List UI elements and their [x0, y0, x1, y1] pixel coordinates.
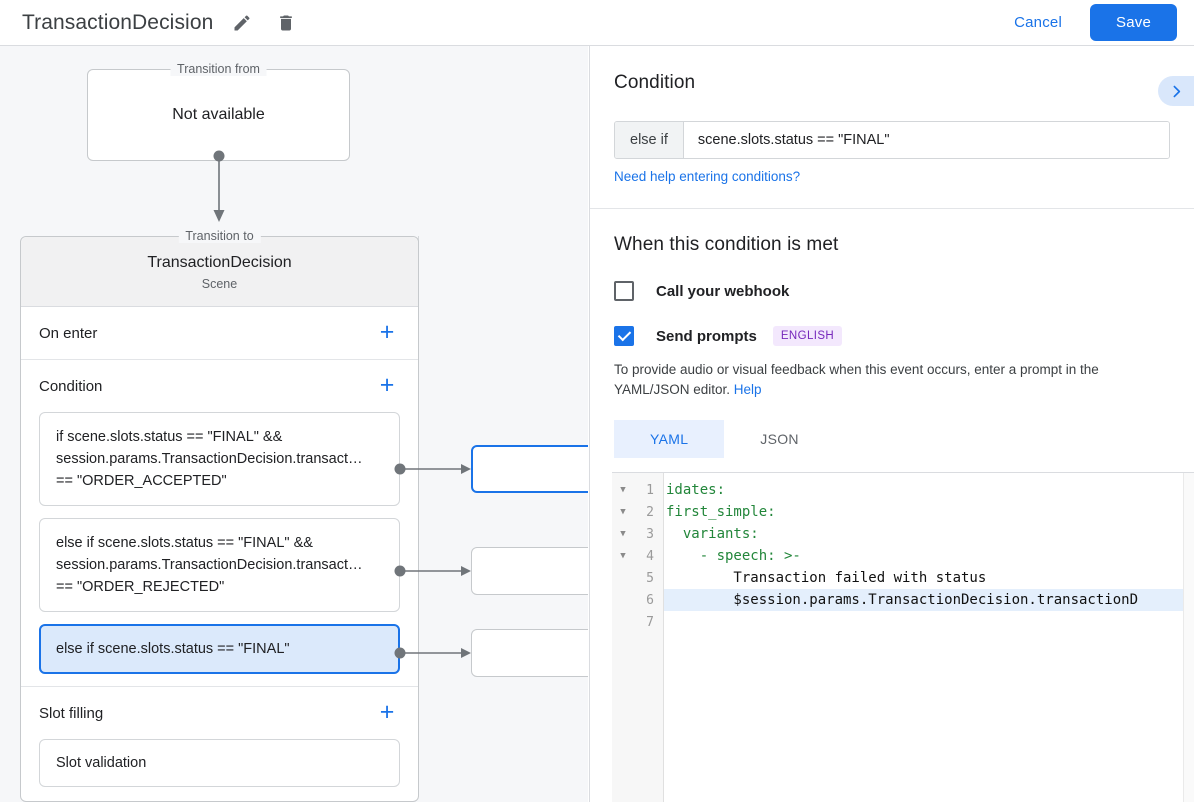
panel-divider	[590, 208, 1194, 209]
gutter-line: ▼4	[612, 545, 663, 567]
app-bar: TransactionDecision Cancel Save	[0, 0, 1194, 46]
transition-target-box[interactable]	[471, 629, 588, 677]
code-line: first_simple:	[666, 504, 776, 520]
scene-title: TransactionDecision	[147, 254, 292, 271]
prompts-help-link[interactable]: Help	[733, 382, 762, 397]
section-title-condition: Condition	[39, 377, 103, 395]
transition-target-box[interactable]	[471, 445, 588, 493]
add-on-enter-button[interactable]: +	[374, 319, 400, 346]
trash-icon	[276, 13, 296, 33]
editor-scrollbar[interactable]	[1183, 473, 1194, 802]
fold-arrow-icon[interactable]: ▼	[620, 529, 626, 539]
code-line-active: $session.params.TransactionDecision.tran…	[664, 589, 1194, 611]
line-number: 6	[646, 592, 654, 608]
appbar-actions: Cancel Save	[1000, 4, 1194, 41]
tab-yaml[interactable]: YAML	[614, 420, 725, 458]
delete-button[interactable]	[271, 8, 301, 38]
when-condition-met-section: When this condition is met Call your web…	[590, 209, 1194, 458]
condition-editor-section: Condition else if Need help entering con…	[590, 46, 1194, 186]
flow-canvas[interactable]: Transition from Not available Transition…	[0, 46, 588, 802]
editor-format-tabs: YAML JSON	[614, 420, 1170, 458]
section-title-on-enter: On enter	[39, 324, 98, 342]
transition-to-legend: Transition to	[178, 229, 261, 243]
transition-from-legend: Transition from	[170, 62, 267, 76]
add-slot-filling-button[interactable]: +	[374, 699, 400, 726]
page-title: TransactionDecision	[22, 10, 214, 34]
code-line: idates:	[666, 482, 726, 498]
webhook-row[interactable]: Call your webhook	[614, 281, 1170, 301]
prompts-helper-text: To provide audio or visual feedback when…	[614, 360, 1170, 400]
fold-arrow-icon[interactable]: ▼	[620, 507, 626, 517]
fold-arrow-icon[interactable]: ▼	[620, 485, 626, 495]
send-prompts-row[interactable]: Send prompts ENGLISH	[614, 326, 1170, 346]
pencil-icon	[232, 13, 252, 33]
line-number: 3	[646, 526, 654, 542]
fold-arrow-icon[interactable]: ▼	[620, 551, 626, 561]
editor-code-area[interactable]: idates: first_simple: variants: - speech…	[664, 473, 1194, 802]
gutter-line: 5	[612, 567, 663, 589]
condition-list-item[interactable]: else if scene.slots.status == "FINAL" &&…	[39, 518, 400, 612]
condition-input-row: else if	[614, 121, 1170, 159]
editor-gutter: ▼1 ▼2 ▼3 ▼4 5 6 7	[612, 473, 664, 802]
send-prompts-label: Send prompts	[656, 327, 757, 345]
scene-card: Transition to TransactionDecision Scene …	[20, 229, 419, 802]
condition-list-item-selected[interactable]: else if scene.slots.status == "FINAL"	[39, 624, 400, 674]
cancel-button[interactable]: Cancel	[1000, 6, 1076, 39]
yaml-code-editor[interactable]: ▼1 ▼2 ▼3 ▼4 5 6 7 idates: first_simple: …	[612, 472, 1194, 802]
language-badge: ENGLISH	[772, 326, 843, 346]
line-number: 7	[646, 614, 654, 630]
save-button[interactable]: Save	[1090, 4, 1177, 41]
transition-connector	[213, 150, 225, 222]
gutter-line: 6	[612, 589, 663, 611]
transition-from-box: Transition from Not available	[87, 62, 350, 161]
code-line: variants:	[666, 526, 759, 542]
section-on-enter: On enter +	[21, 307, 418, 360]
code-line: - speech: >-	[666, 548, 801, 564]
chevron-right-icon[interactable]	[1158, 76, 1194, 106]
when-condition-heading: When this condition is met	[614, 234, 839, 255]
tab-json[interactable]: JSON	[724, 420, 835, 458]
section-slot-filling: Slot filling + Slot validation	[21, 687, 418, 787]
prompts-helper-copy: To provide audio or visual feedback when…	[614, 362, 1099, 397]
gutter-line: 7	[612, 611, 663, 633]
condition-help-link[interactable]: Need help entering conditions?	[614, 169, 801, 184]
line-number: 2	[646, 504, 654, 520]
gutter-line: ▼3	[612, 523, 663, 545]
edit-name-button[interactable]	[227, 8, 257, 38]
condition-input[interactable]	[683, 122, 1169, 158]
gutter-line: ▼2	[612, 501, 663, 523]
line-number: 4	[646, 548, 654, 564]
panel-heading: Condition	[614, 72, 696, 93]
line-number: 5	[646, 570, 654, 586]
transition-from-value: Not available	[172, 106, 265, 123]
scene-card-header: Transition to TransactionDecision Scene	[21, 229, 418, 307]
condition-edges	[394, 463, 471, 659]
call-webhook-label: Call your webhook	[656, 282, 790, 300]
gutter-line: ▼1	[612, 479, 663, 501]
add-condition-button[interactable]: +	[374, 372, 400, 399]
send-prompts-checkbox[interactable]	[614, 326, 634, 346]
section-condition: Condition + if scene.slots.status == "FI…	[21, 360, 418, 687]
scene-subtitle: Scene	[201, 277, 238, 291]
section-title-slot-filling: Slot filling	[39, 704, 104, 722]
transition-target-box[interactable]	[471, 547, 588, 595]
condition-prefix-label: else if	[615, 122, 684, 158]
line-number: 1	[646, 482, 654, 498]
call-webhook-checkbox[interactable]	[614, 281, 634, 301]
condition-list-item[interactable]: if scene.slots.status == "FINAL" && sess…	[39, 412, 400, 506]
code-line	[664, 611, 1194, 633]
slot-validation-item[interactable]: Slot validation	[39, 739, 400, 787]
code-line: Transaction failed with status	[666, 570, 987, 586]
